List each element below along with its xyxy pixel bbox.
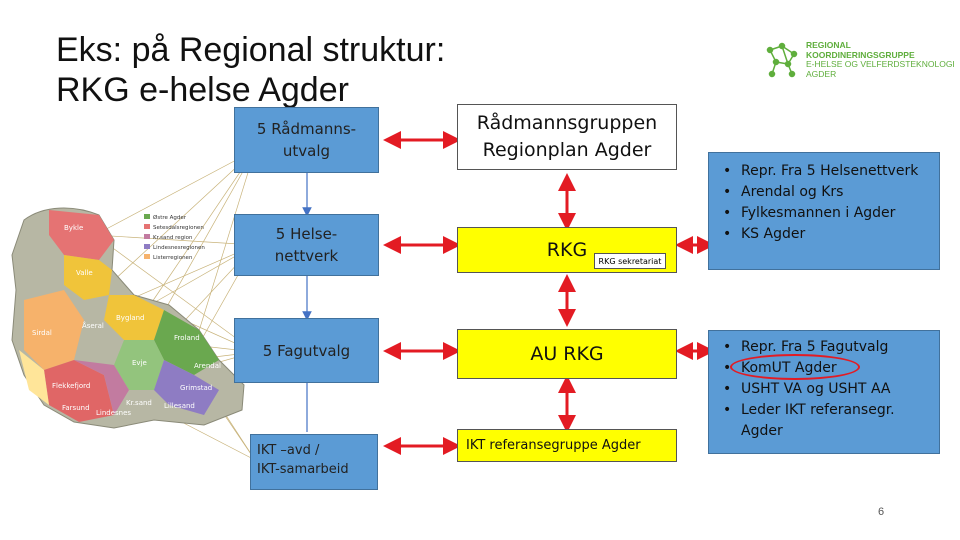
rkg-label: RKG xyxy=(546,239,588,261)
map-label-lindesnes: Lindesnes xyxy=(96,409,131,417)
legend-item-4: Lindesnesregionen xyxy=(153,245,205,251)
rkg-member-3: Fylkesmannen i Agder xyxy=(715,203,918,224)
ikt-box: IKT –avd / IKT-samarbeid xyxy=(250,434,378,490)
logo: REGIONAL KOORDINERINGSGRUPPE E-HELSE OG … xyxy=(762,40,955,80)
helsenettverk-line-1: 5 Helse- xyxy=(275,225,338,243)
fagutvalg-label: 5 Fagutvalg xyxy=(262,341,351,360)
au-rkg-label: AU RKG xyxy=(530,343,604,365)
ikt-referansegruppe-label: IKT referansegruppe Agder xyxy=(466,438,641,453)
radmannsgruppen-line-1: Rådmannsgruppen xyxy=(476,112,658,134)
map-label-grimstad: Grimstad xyxy=(180,384,212,392)
rkg-members-box: Repr. Fra 5 Helsenettverk Arendal og Krs… xyxy=(708,152,940,270)
map-label-aseral: Åseral xyxy=(82,321,104,330)
ikt-line-1: IKT –avd / xyxy=(257,443,320,458)
logo-line-1: REGIONAL xyxy=(806,40,851,50)
helsenettverk-box: 5 Helse- nettverk xyxy=(234,214,379,276)
ikt-referansegruppe-box: IKT referansegruppe Agder xyxy=(457,429,677,462)
au-member-3: USHT VA og USHT AA xyxy=(715,379,935,400)
rkg-sekretariat-box: RKG sekretariat xyxy=(594,253,666,269)
legend-item-1: Østre Agder xyxy=(153,214,187,221)
map-label-krsand: Kr.sand xyxy=(126,399,152,407)
page-number: 6 xyxy=(878,506,885,518)
logo-line-3: E-HELSE OG VELFERDSTEKNOLOGI xyxy=(806,59,955,69)
helsenettverk-line-2: nettverk xyxy=(274,247,339,265)
page-title: Eks: på Regional struktur: RKG e-helse A… xyxy=(56,30,445,110)
map-label-bygland: Bygland xyxy=(116,314,145,322)
radmanns-utvalg-box: 5 Rådmanns- utvalg xyxy=(234,107,379,173)
rkg-members-list: Repr. Fra 5 Helsenettverk Arendal og Krs… xyxy=(715,161,918,245)
map-label-froland: Froland xyxy=(174,334,200,342)
radmannsgruppen-box: Rådmannsgruppen Regionplan Agder xyxy=(457,104,677,170)
map-label-valle: Valle xyxy=(76,269,93,277)
legend-item-5: Listerregionen xyxy=(153,255,193,261)
radmannsgruppen-line-2: Regionplan Agder xyxy=(482,139,652,161)
map-label-sirdal: Sirdal xyxy=(32,329,52,337)
au-rkg-box: AU RKG xyxy=(457,329,677,379)
map-label-evje: Evje xyxy=(132,359,147,367)
rkg-sekretariat-label: RKG sekretariat xyxy=(598,256,662,266)
agder-map: Bykle Valle Bygland Åseral Evje Froland … xyxy=(4,200,254,435)
au-member-1: Repr. Fra 5 Fagutvalg xyxy=(715,337,935,358)
map-label-farsund: Farsund xyxy=(62,404,90,412)
au-member-4: Leder IKT referansegr. Agder xyxy=(715,400,935,442)
highlight-ring xyxy=(730,354,860,380)
rkg-member-4: KS Agder xyxy=(715,224,918,245)
map-label-lillesand: Lillesand xyxy=(164,402,195,410)
rkg-member-2: Arendal og Krs xyxy=(715,182,918,203)
network-icon xyxy=(766,42,798,78)
au-members-list: Repr. Fra 5 Fagutvalg KomUT Agder USHT V… xyxy=(715,337,935,442)
au-members-box: Repr. Fra 5 Fagutvalg KomUT Agder USHT V… xyxy=(708,330,940,454)
map-label-flekkefjord: Flekkefjord xyxy=(52,382,90,390)
title-line-2: RKG e-helse Agder xyxy=(56,71,349,109)
radmanns-utvalg-line-2: utvalg xyxy=(282,142,331,160)
map-label-arendal: Arendal xyxy=(194,362,221,370)
ikt-line-2: IKT-samarbeid xyxy=(257,462,349,477)
rkg-member-1: Repr. Fra 5 Helsenettverk xyxy=(715,161,918,182)
legend-item-2: Setesdalsregionen xyxy=(153,225,204,231)
map-label-bykle: Bykle xyxy=(64,224,83,232)
legend-item-3: Kr.sand region xyxy=(153,235,193,241)
radmanns-utvalg-line-1: 5 Rådmanns- xyxy=(256,120,357,138)
map-legend: Østre Agder Setesdalsregionen Kr.sand re… xyxy=(144,214,205,261)
logo-line-2: KOORDINERINGSGRUPPE xyxy=(806,49,915,60)
fagutvalg-box: 5 Fagutvalg xyxy=(234,318,379,383)
title-line-1: Eks: på Regional struktur: xyxy=(56,31,446,69)
logo-line-4: AGDER xyxy=(806,68,837,79)
